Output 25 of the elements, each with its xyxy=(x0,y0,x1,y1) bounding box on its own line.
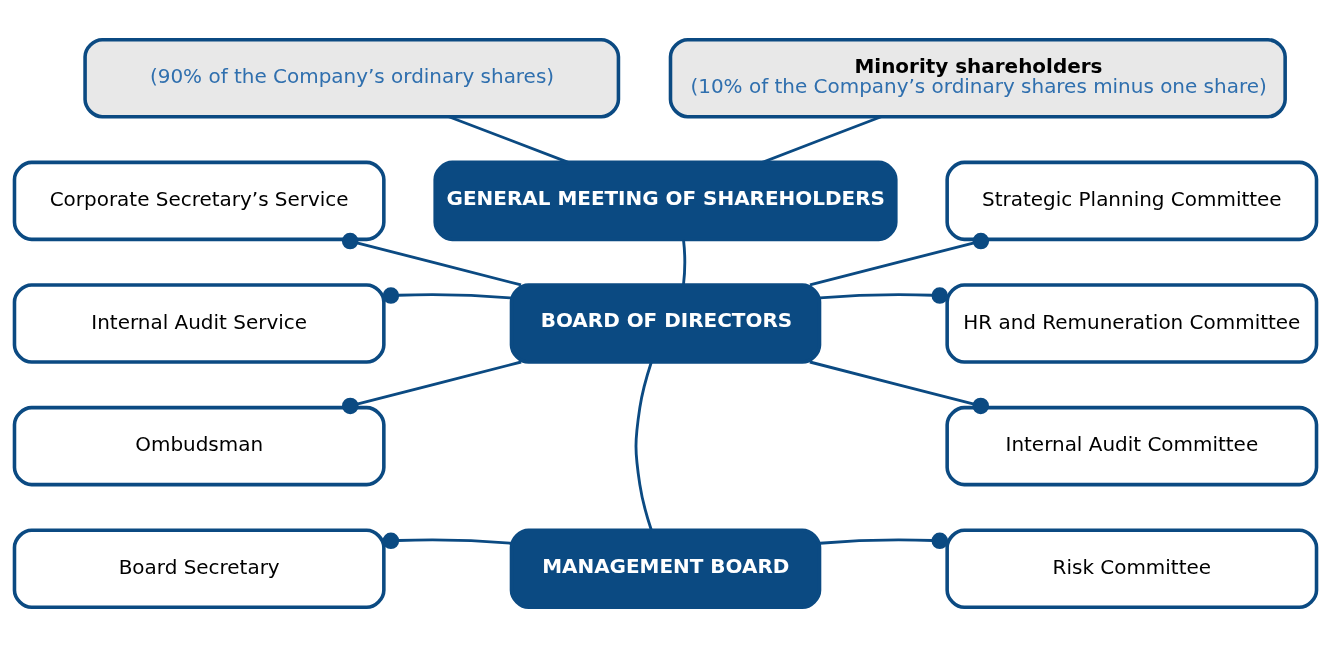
node-box: BOARD OF DIRECTORS xyxy=(509,283,822,364)
connector xyxy=(819,532,949,550)
connector xyxy=(809,232,990,287)
connector xyxy=(634,361,653,531)
connector xyxy=(341,232,522,287)
node-box: Internal Audit Committee xyxy=(945,405,1319,487)
node-box: Strategic Planning Committee xyxy=(945,160,1319,242)
node-box: Minority shareholders (10% of the Company’s ordinary shares minus one share) xyxy=(668,37,1287,119)
connector xyxy=(761,115,882,164)
connector xyxy=(809,360,989,415)
node-box: (90% of the Company’s ordinary shares) xyxy=(83,37,621,119)
node-box: GENERAL MEETING OF SHAREHOLDERS xyxy=(433,160,898,242)
node-box: HR and Remuneration Committee xyxy=(945,283,1319,364)
connector xyxy=(819,287,949,304)
connector xyxy=(342,360,522,415)
node-box: Corporate Secretary’s Service xyxy=(12,160,386,242)
node-box: Ombudsman xyxy=(12,405,386,487)
node-box: Internal Audit Service xyxy=(12,283,386,364)
connector xyxy=(448,115,569,164)
node-box: Board Secretary xyxy=(12,528,386,610)
connector xyxy=(682,239,687,285)
node-box: Risk Committee xyxy=(945,528,1319,610)
node-box: MANAGEMENT BOARD xyxy=(509,528,822,610)
connector xyxy=(382,287,512,304)
connector xyxy=(382,532,512,550)
